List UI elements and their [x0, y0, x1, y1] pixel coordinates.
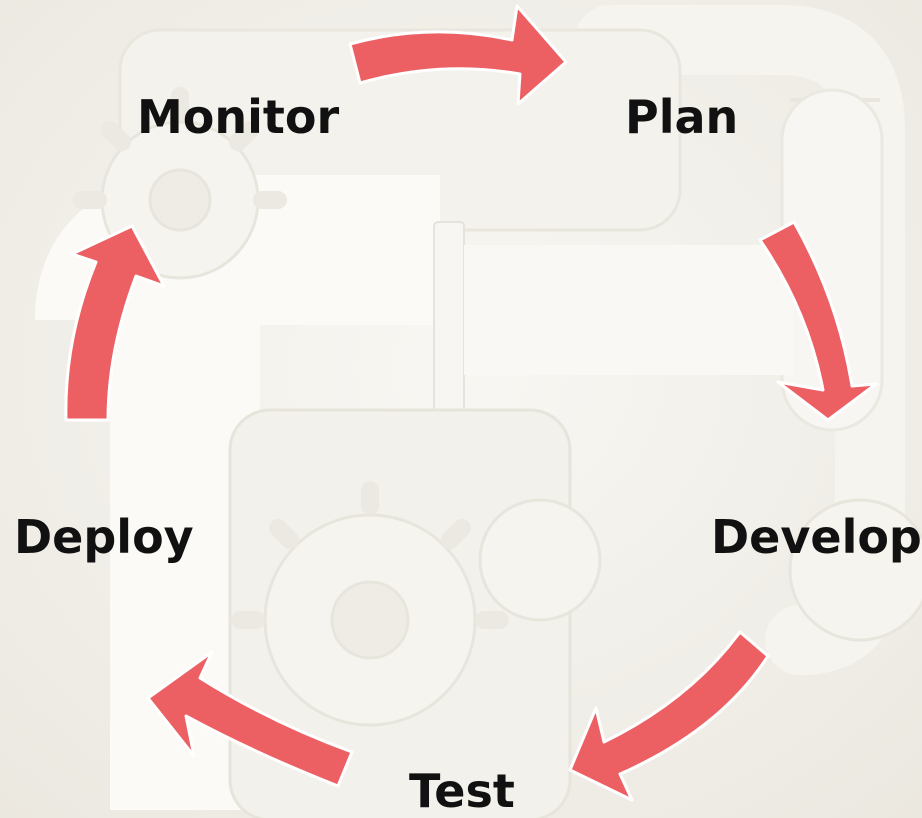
stage-label-monitor: Monitor [137, 90, 340, 144]
stage-label-test: Test [409, 764, 515, 818]
stage-label-deploy: Deploy [14, 510, 194, 564]
arrow-monitor-to-plan [348, 4, 568, 106]
stage-label-develop: Develop [711, 510, 922, 564]
arrow-plan-to-develop [758, 220, 878, 422]
arrow-test-to-deploy [146, 650, 354, 788]
stage-label-plan: Plan [625, 90, 739, 144]
arrow-develop-to-test [568, 630, 770, 802]
arrow-deploy-to-monitor [64, 224, 166, 422]
